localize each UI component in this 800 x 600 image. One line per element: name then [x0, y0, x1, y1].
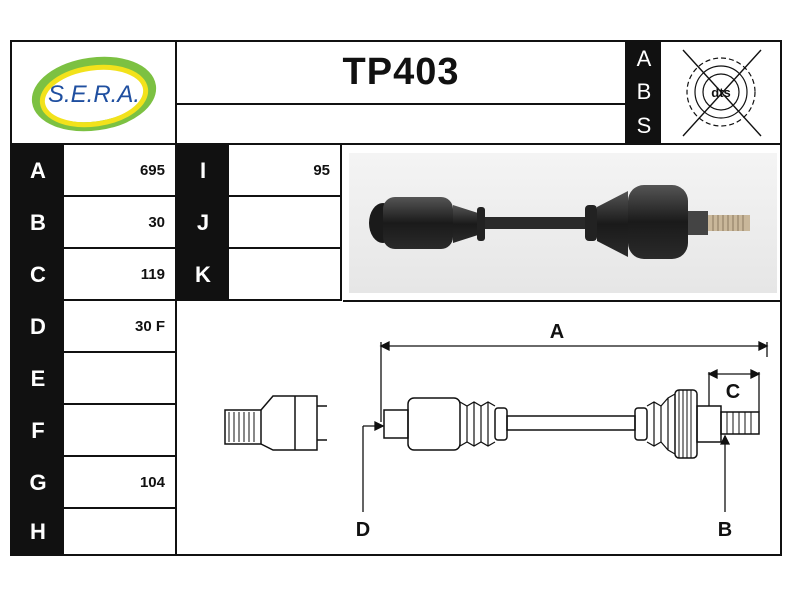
spec-sheet: S.E.R.A. TP403 A B S dts A 695 B 30 C 11…: [10, 40, 782, 556]
dimension-a-label: A: [550, 321, 564, 343]
dimension-c-label: C: [726, 381, 740, 403]
dim-value-f: [64, 405, 177, 457]
dim-label-c: C: [12, 249, 64, 301]
dim-label-f: F: [12, 405, 64, 457]
dim-value-k: [229, 249, 342, 301]
dim-label-i: I: [177, 145, 229, 197]
dim-label-k: K: [177, 249, 229, 301]
abs-letter-b: B: [636, 79, 652, 105]
brand-logo: S.E.R.A.: [12, 42, 177, 145]
dim-value-b: 30: [64, 197, 177, 249]
dim-value-e: [64, 353, 177, 405]
dim-value-i: 95: [229, 145, 342, 197]
dim-label-g: G: [12, 457, 64, 509]
dim-label-b: B: [12, 197, 64, 249]
dimension-b-label: B: [718, 519, 732, 541]
abs-column: A B S: [627, 42, 661, 145]
dim-value-j: [229, 197, 342, 249]
dim-value-c: 119: [64, 249, 177, 301]
product-photo: [343, 145, 780, 302]
abs-letter-s: S: [636, 113, 652, 139]
dim-label-j: J: [177, 197, 229, 249]
dim-value-a: 695: [64, 145, 177, 197]
abs-letter-a: A: [636, 45, 652, 71]
brand-name: S.E.R.A.: [48, 81, 140, 108]
dts-label: dts: [711, 85, 731, 100]
dim-value-h: [64, 509, 177, 554]
dim-label-a: A: [12, 145, 64, 197]
sera-logo-icon: S.E.R.A.: [31, 56, 157, 132]
part-number: TP403: [177, 42, 627, 105]
technical-drawing: A C D B: [177, 302, 780, 554]
dts-crossed-icon: dts: [682, 49, 762, 137]
dts-box: dts: [661, 42, 780, 145]
dim-value-g: 104: [64, 457, 177, 509]
dimension-d-label: D: [356, 519, 370, 541]
dim-label-e: E: [12, 353, 64, 405]
title-subrow: [177, 105, 627, 145]
dim-label-d: D: [12, 301, 64, 353]
drive-shaft-photo-icon: [349, 153, 777, 293]
dim-label-h: H: [12, 509, 64, 554]
dim-value-d: 30 F: [64, 301, 177, 353]
drive-shaft-diagram-icon: A C D B: [224, 321, 769, 541]
